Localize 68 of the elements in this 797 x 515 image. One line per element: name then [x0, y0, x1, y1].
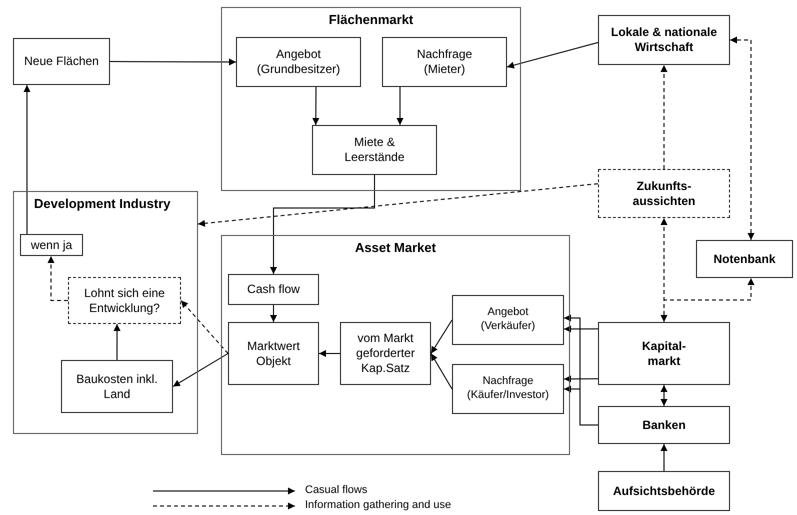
process-box — [598, 406, 730, 444]
group-title: Flächenmarkt — [328, 12, 414, 27]
process-box — [382, 37, 507, 87]
process-box — [598, 471, 730, 511]
process-box — [696, 240, 793, 278]
box-label: Notenbank — [712, 252, 776, 266]
arrow — [270, 174, 375, 274]
box-label: Angebot (Grundbesitzer) — [256, 47, 342, 77]
arrow — [660, 444, 668, 472]
process-box — [13, 38, 110, 85]
process-box — [236, 37, 361, 87]
dashed-arrow — [48, 256, 68, 301]
process-box — [452, 364, 564, 414]
arrow — [506, 42, 598, 69]
arrow — [660, 384, 668, 406]
box-label: Aufsichtsbehörde — [612, 484, 716, 498]
arrow — [430, 353, 452, 390]
box-label: Cash flow — [246, 282, 301, 297]
arrow — [23, 84, 30, 234]
arrow — [270, 304, 277, 322]
dashed-arrow — [180, 300, 228, 354]
group-title: Asset Market — [355, 240, 436, 255]
box-label: Lohnt sich eine Entwicklung? — [83, 286, 166, 316]
arrow — [430, 320, 452, 354]
legend-label: Information gathering and use — [305, 499, 452, 511]
box-label: Nachfrage (Käufer/Investor) — [466, 375, 550, 403]
arrow — [564, 386, 598, 426]
box-label: Lokale & nationale Wirtschaft — [610, 25, 718, 55]
process-box — [598, 15, 730, 65]
arrow — [172, 353, 228, 387]
box-label: Zukunfts- aussichten — [632, 178, 696, 208]
box-label: Marktwert Objekt — [246, 338, 301, 368]
dashed-arrow — [198, 183, 598, 227]
arrow — [312, 86, 320, 126]
process-box — [340, 322, 431, 385]
box-label: Neue Flächen — [23, 54, 100, 69]
process-box — [61, 360, 173, 413]
arrow — [564, 325, 598, 332]
dashed-box — [68, 277, 181, 324]
group-title: Development Industry — [34, 196, 171, 211]
group-frame — [13, 191, 198, 434]
dashed-box — [598, 169, 730, 218]
process-box — [228, 322, 319, 385]
dashed-arrow — [664, 278, 754, 322]
process-box — [228, 274, 319, 305]
box-label: Miete & Leerstände — [343, 135, 406, 165]
dashed-arrow — [660, 218, 668, 322]
arrow — [564, 375, 598, 382]
arrow — [110, 58, 236, 66]
legend-label: Casual flows — [305, 484, 368, 496]
box-label: wenn ja — [30, 238, 74, 252]
box-label: Angebot (Verkäufer) — [480, 306, 536, 334]
arrow — [396, 86, 404, 126]
dashed-arrow — [660, 64, 668, 170]
box-label: Nachfrage (Mieter) — [416, 47, 474, 77]
arrow — [318, 350, 340, 357]
process-box — [598, 322, 730, 385]
box-label: Kapital- markt — [640, 338, 687, 368]
process-box — [20, 234, 83, 256]
dashed-arrow — [730, 36, 754, 240]
box-label: Baukosten inkl. Land — [75, 372, 159, 402]
group-frame — [221, 235, 570, 455]
process-box — [452, 295, 564, 345]
process-box — [312, 125, 437, 175]
arrow — [114, 324, 121, 360]
group-frame — [221, 7, 521, 191]
box-label: Banken — [641, 418, 687, 432]
box-label: vom Markt geforderter Kap.Satz — [355, 331, 416, 376]
